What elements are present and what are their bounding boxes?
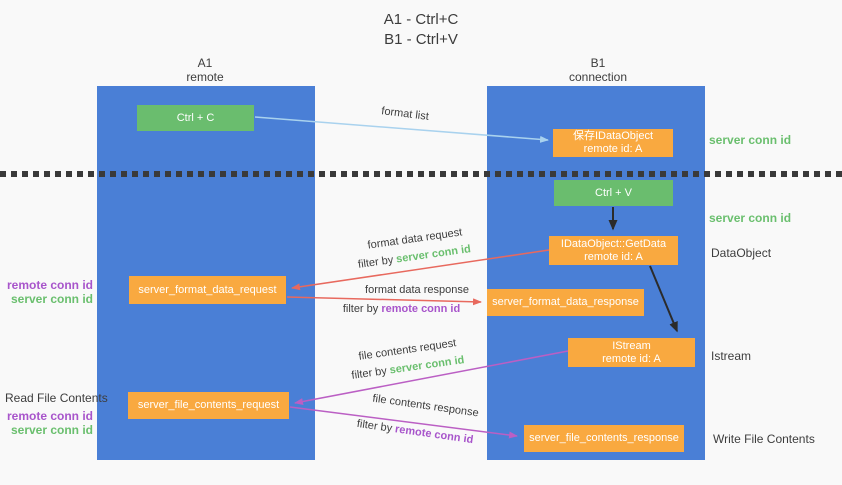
node-ctrl-v-label: Ctrl + V (595, 186, 632, 199)
title-line-2: B1 - Ctrl+V (384, 31, 458, 48)
node-server-file-contents-request: server_file_contents_request (128, 392, 289, 419)
node-server-format-data-response-label: server_format_data_response (492, 296, 639, 308)
node-idataobject-getdata-line2: remote id: A (584, 250, 643, 263)
node-idataobject-getdata-line1: IDataObject::GetData (560, 237, 667, 250)
column-b1-name: B1 (590, 56, 606, 70)
node-ctrl-c: Ctrl + C (137, 105, 254, 131)
label-format-data-response: format data response (365, 284, 469, 296)
column-b1-subtitle: connection (568, 70, 628, 84)
node-istream: IStream remote id: A (568, 338, 695, 367)
label-conn-ids-left-bottom: remote conn id server conn id (0, 409, 93, 437)
node-idataobject-getdata: IDataObject::GetData remote id: A (549, 236, 678, 265)
label-server-conn-id-right-top: server conn id (709, 133, 792, 147)
node-server-file-contents-response: server_file_contents_response (524, 425, 684, 452)
diagram-title: A1 - Ctrl+C B1 - Ctrl+V (0, 10, 842, 50)
label-filter-by-remote-conn-id-2: filter by remote conn id (350, 417, 481, 448)
node-istream-line1: IStream (612, 339, 651, 352)
arrow-format-data-response (286, 296, 482, 306)
node-server-file-contents-response-label: server_file_contents_response (529, 432, 679, 444)
label-conn-ids-left-top: remote conn id server conn id (0, 278, 93, 306)
filter-prefix: filter by (357, 253, 398, 271)
filter-key-remote-conn-id: remote conn id (394, 423, 475, 447)
column-header-b1: B1 connection (528, 56, 668, 84)
label-server-conn-id-right-mid: server conn id (709, 211, 792, 225)
node-ctrl-c-label: Ctrl + C (176, 111, 215, 124)
filter-prefix: filter by (356, 417, 396, 436)
filter-prefix: filter by (342, 303, 382, 315)
label-remote-conn-id-left-top: remote conn id (6, 278, 93, 292)
label-write-file-contents: Write File Contents (713, 432, 815, 446)
label-istream: Istream (711, 349, 752, 363)
node-ctrl-v: Ctrl + V (554, 180, 673, 206)
label-read-file-contents: Read File Contents (5, 391, 108, 405)
node-save-idataobject: 保存IDataObject remote id: A (553, 129, 673, 157)
title-line-1: A1 - Ctrl+C (383, 11, 459, 28)
node-save-idataobject-line1: 保存IDataObject (572, 130, 654, 142)
label-file-contents-response: file contents response (371, 392, 480, 420)
node-save-idataobject-line2: remote id: A (583, 143, 643, 155)
node-server-format-data-request: server_format_data_request (129, 276, 286, 304)
node-server-file-contents-request-label: server_file_contents_request (137, 399, 280, 411)
column-a1-name: A1 (197, 56, 213, 70)
node-istream-line2: remote id: A (602, 352, 661, 365)
label-filter-by-remote-conn-id-1: filter by remote conn id (339, 303, 464, 316)
dotted-divider-line (0, 171, 842, 177)
label-dataobject: DataObject (711, 246, 772, 260)
label-remote-conn-id-left-bottom: remote conn id (6, 409, 93, 423)
column-a1-subtitle: remote (186, 70, 224, 84)
node-server-format-data-request-label: server_format_data_request (138, 283, 277, 296)
filter-prefix: filter by (350, 364, 391, 382)
column-header-a1: A1 remote (135, 56, 275, 84)
label-server-conn-id-left-top: server conn id (10, 292, 93, 306)
label-server-conn-id-left-bottom: server conn id (10, 423, 93, 437)
filter-key-remote-conn-id: remote conn id (381, 303, 461, 315)
node-server-format-data-response: server_format_data_response (487, 289, 644, 316)
label-format-list: format list (380, 105, 430, 123)
